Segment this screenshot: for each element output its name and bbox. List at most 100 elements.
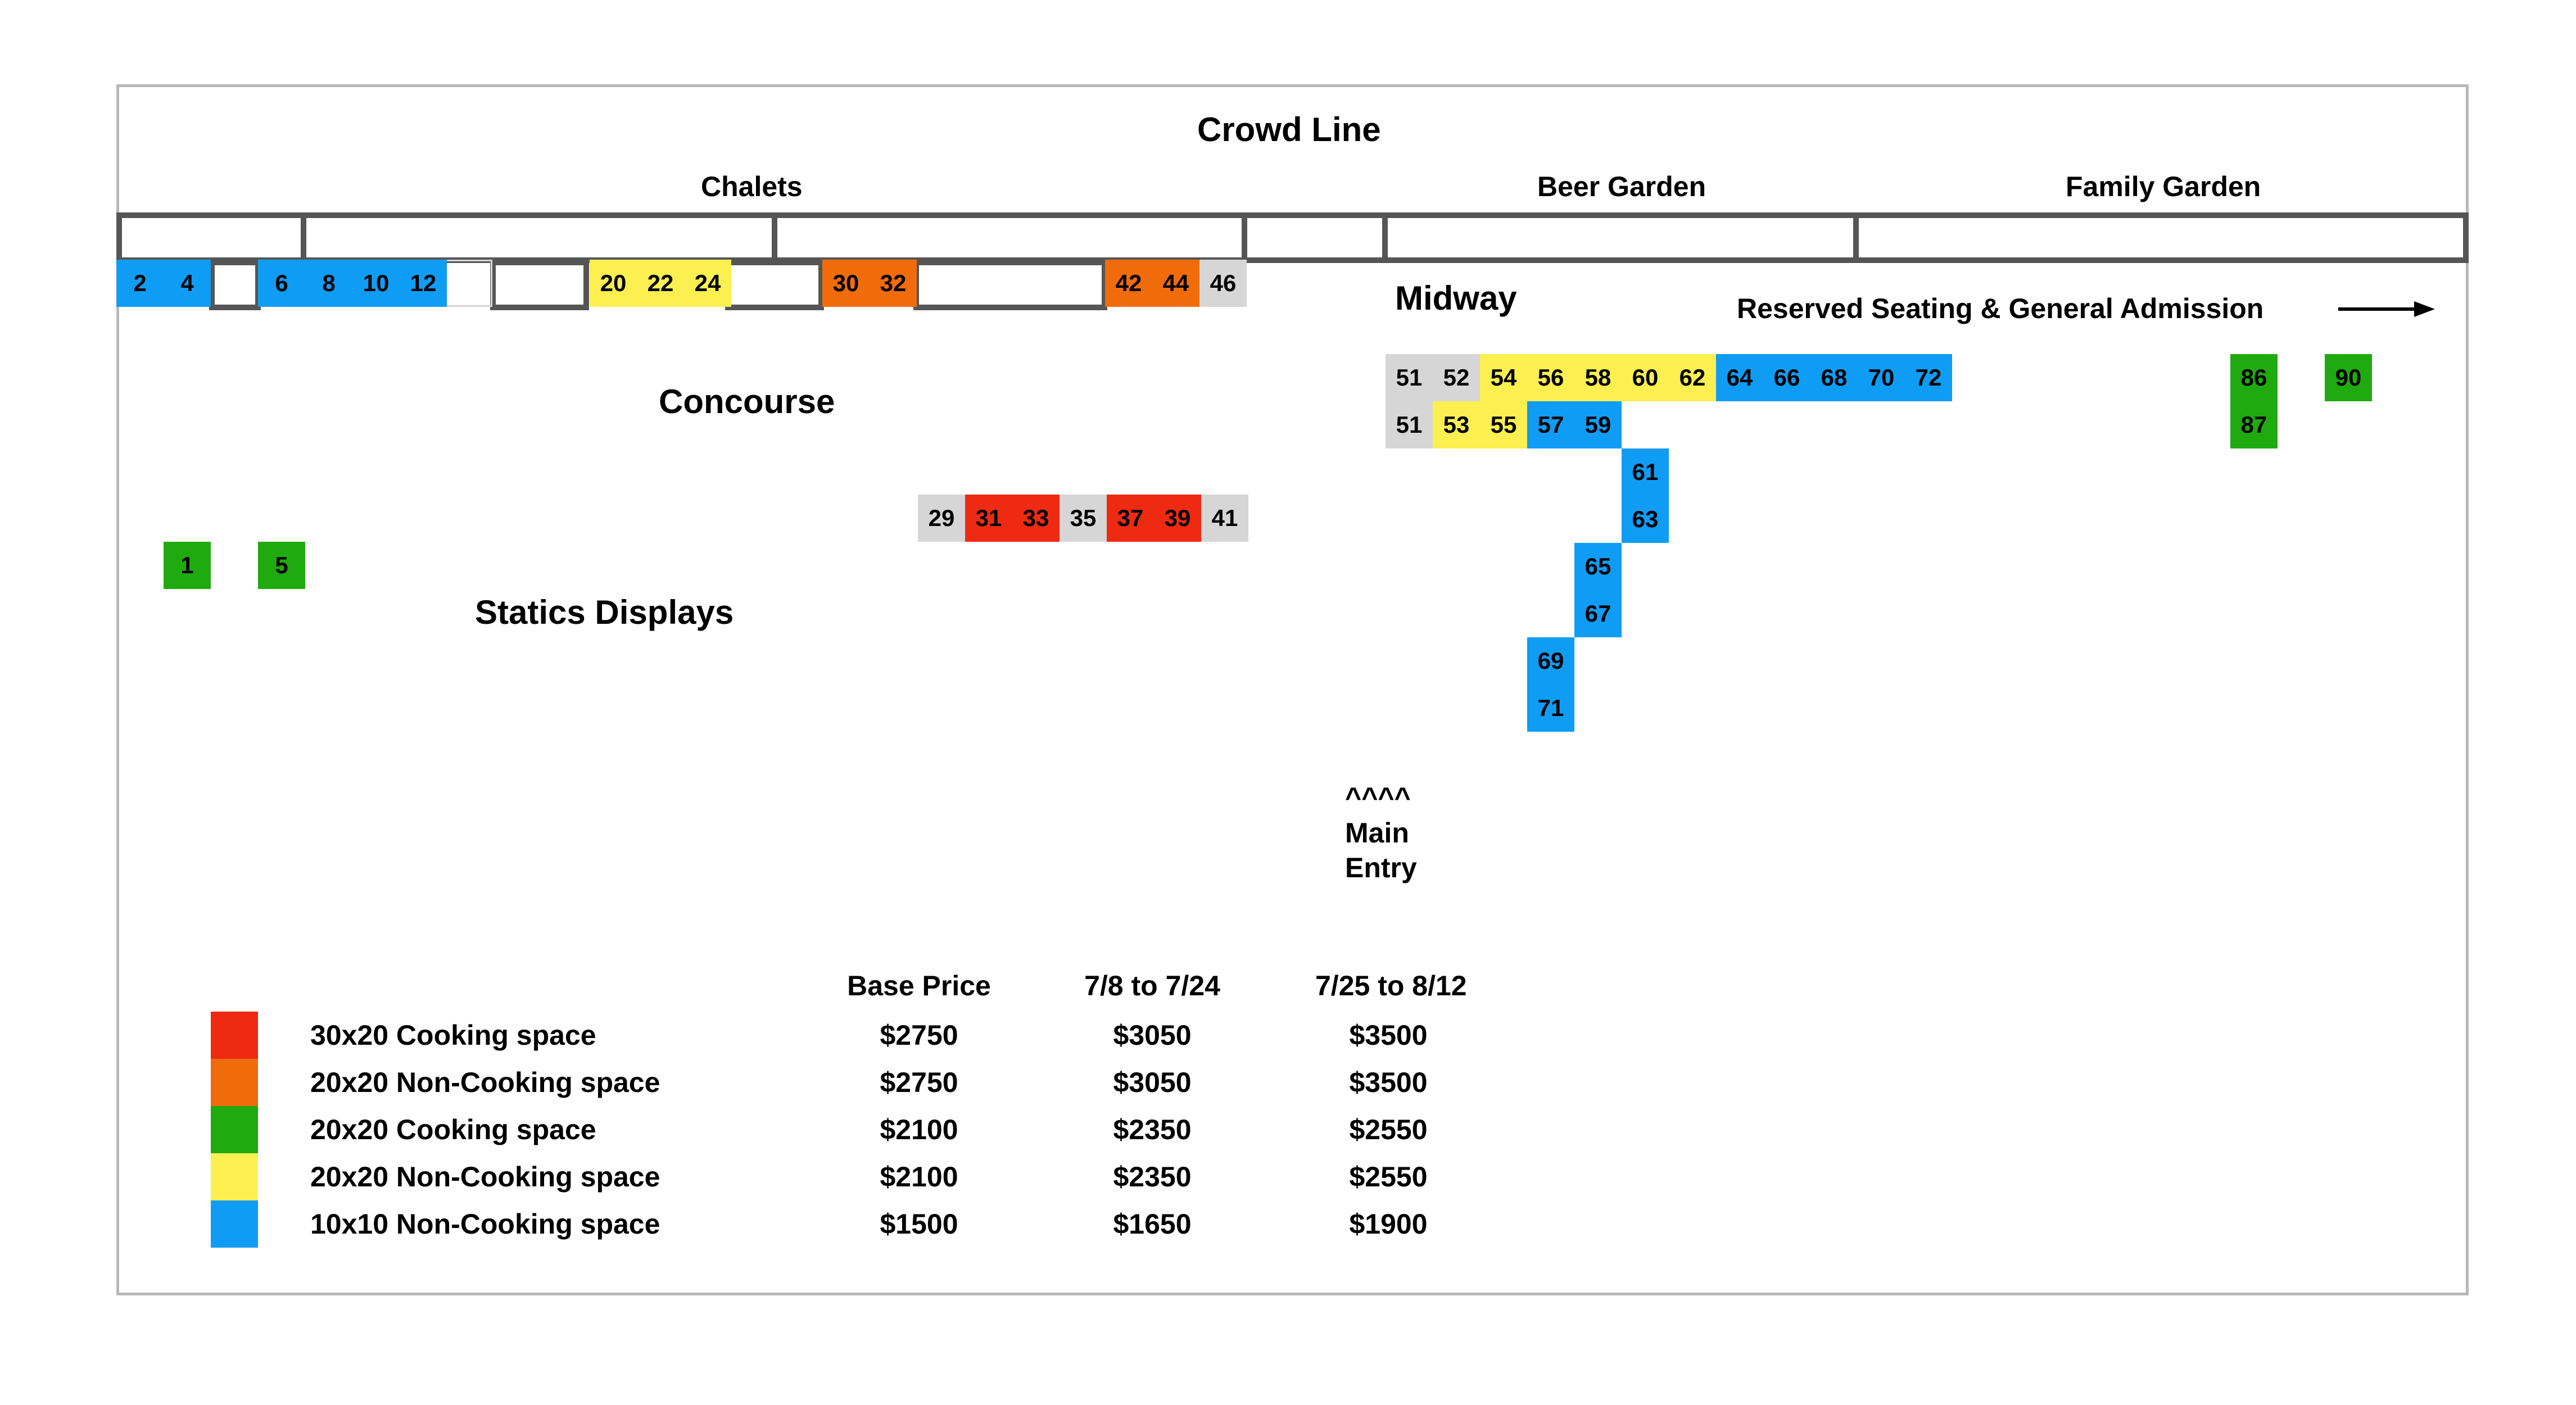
chalet-box[interactable] [301, 212, 777, 263]
booth-62[interactable]: 62 [1669, 354, 1716, 401]
legend-price: $3050 [1113, 1067, 1192, 1098]
open-space-box[interactable] [725, 260, 824, 310]
statics-displays-label: Statics Displays [475, 593, 734, 631]
open-space-box[interactable] [445, 260, 492, 307]
booth-33[interactable]: 33 [1012, 495, 1060, 542]
booth-41[interactable]: 41 [1201, 495, 1248, 542]
booth-51[interactable]: 51 [1386, 354, 1433, 401]
legend-price: $2750 [880, 1019, 958, 1051]
chalets-label: Chalets [701, 171, 803, 202]
booth-53[interactable]: 53 [1433, 401, 1480, 448]
booth-71[interactable]: 71 [1527, 685, 1574, 732]
booth-54[interactable]: 54 [1480, 354, 1527, 401]
booth-42[interactable]: 42 [1105, 260, 1152, 307]
booth-4[interactable]: 4 [164, 260, 211, 307]
booth-20[interactable]: 20 [590, 260, 637, 307]
booth-31[interactable]: 31 [965, 495, 1012, 542]
main-entry-arrows: ^^^^ [1345, 782, 1411, 813]
booth-59[interactable]: 59 [1574, 401, 1622, 448]
booth-35[interactable]: 35 [1060, 495, 1107, 542]
booth-46[interactable]: 46 [1199, 260, 1247, 307]
legend-price: $1900 [1349, 1208, 1428, 1240]
booth-30[interactable]: 30 [822, 260, 870, 307]
booth-57[interactable]: 57 [1527, 401, 1574, 448]
open-space-box[interactable] [209, 260, 261, 310]
legend-price: $3500 [1349, 1067, 1428, 1098]
booth-87[interactable]: 87 [2230, 401, 2278, 448]
booth-32[interactable]: 32 [870, 260, 917, 307]
crowd-line-label: Crowd Line [1197, 111, 1381, 148]
booth-66[interactable]: 66 [1763, 354, 1810, 401]
open-space-box[interactable] [490, 260, 589, 310]
booth-12[interactable]: 12 [400, 260, 447, 307]
booth-51[interactable]: 51 [1386, 401, 1433, 448]
legend-swatch-blue [211, 1200, 258, 1248]
legend-swatch-green [211, 1106, 258, 1153]
booth-70[interactable]: 70 [1858, 354, 1905, 401]
booth-2[interactable]: 2 [116, 260, 164, 307]
legend-label: 20x20 Non-Cooking space [310, 1161, 660, 1193]
booth-5[interactable]: 5 [258, 542, 305, 589]
booth-24[interactable]: 24 [684, 260, 731, 307]
legend-price: $2750 [880, 1067, 958, 1098]
legend-header-0: Base Price [847, 970, 991, 1001]
open-space-box[interactable] [913, 260, 1107, 310]
booth-90[interactable]: 90 [2325, 354, 2372, 401]
legend-header-2: 7/25 to 8/12 [1315, 970, 1467, 1001]
booth-86[interactable]: 86 [2230, 354, 2278, 401]
map-frame [116, 84, 2469, 1295]
legend-label: 20x20 Non-Cooking space [310, 1067, 660, 1098]
legend-swatch-orange [211, 1059, 258, 1106]
legend-price: $2350 [1113, 1114, 1192, 1145]
booth-67[interactable]: 67 [1574, 590, 1622, 637]
booth-68[interactable]: 68 [1810, 354, 1858, 401]
legend-price: $3050 [1113, 1019, 1192, 1051]
legend-price: $2550 [1349, 1161, 1428, 1193]
chalet-box[interactable] [1242, 212, 1388, 263]
beer-garden-box[interactable] [1382, 212, 1859, 263]
booth-6[interactable]: 6 [258, 260, 305, 307]
booth-52[interactable]: 52 [1433, 354, 1480, 401]
booth-10[interactable]: 10 [352, 260, 400, 307]
family-garden-label: Family Garden [2066, 171, 2261, 202]
legend-price: $2350 [1113, 1161, 1192, 1193]
legend-price: $1500 [880, 1208, 958, 1240]
booth-44[interactable]: 44 [1152, 260, 1199, 307]
legend-swatch-yellow [211, 1153, 258, 1200]
booth-29[interactable]: 29 [918, 495, 965, 542]
booth-1[interactable]: 1 [164, 542, 211, 589]
booth-64[interactable]: 64 [1716, 354, 1763, 401]
concourse-label: Concourse [659, 383, 835, 420]
booth-65[interactable]: 65 [1574, 543, 1622, 590]
family-garden-box[interactable] [1853, 212, 2469, 263]
legend-price: $2550 [1349, 1114, 1428, 1145]
legend-label: 30x20 Cooking space [310, 1019, 596, 1051]
legend-price: $3500 [1349, 1019, 1428, 1051]
arrow-right-icon [2338, 301, 2435, 317]
booth-58[interactable]: 58 [1574, 354, 1622, 401]
beer-garden-label: Beer Garden [1537, 171, 1706, 202]
booth-56[interactable]: 56 [1527, 354, 1574, 401]
legend-label: 20x20 Cooking space [310, 1114, 596, 1145]
booth-8[interactable]: 8 [305, 260, 352, 307]
booth-63[interactable]: 63 [1622, 496, 1669, 543]
booth-37[interactable]: 37 [1107, 495, 1154, 542]
legend-price: $1650 [1113, 1208, 1192, 1240]
booth-72[interactable]: 72 [1905, 354, 1952, 401]
legend-price: $2100 [880, 1161, 958, 1193]
legend-price: $2100 [880, 1114, 958, 1145]
midway-label: Midway [1395, 279, 1517, 317]
legend-swatch-red [211, 1012, 258, 1059]
booth-39[interactable]: 39 [1154, 495, 1201, 542]
booth-55[interactable]: 55 [1480, 401, 1527, 448]
main-entry-line2: Entry [1345, 852, 1417, 883]
booth-60[interactable]: 60 [1622, 354, 1669, 401]
reserved-seating-label: Reserved Seating & General Admission [1737, 293, 2264, 324]
main-entry-line1: Main [1345, 817, 1409, 849]
legend-label: 10x10 Non-Cooking space [310, 1208, 660, 1240]
booth-69[interactable]: 69 [1527, 637, 1574, 685]
chalet-box[interactable] [772, 212, 1247, 263]
chalet-box[interactable] [116, 212, 306, 263]
booth-61[interactable]: 61 [1622, 448, 1669, 496]
booth-22[interactable]: 22 [637, 260, 684, 307]
